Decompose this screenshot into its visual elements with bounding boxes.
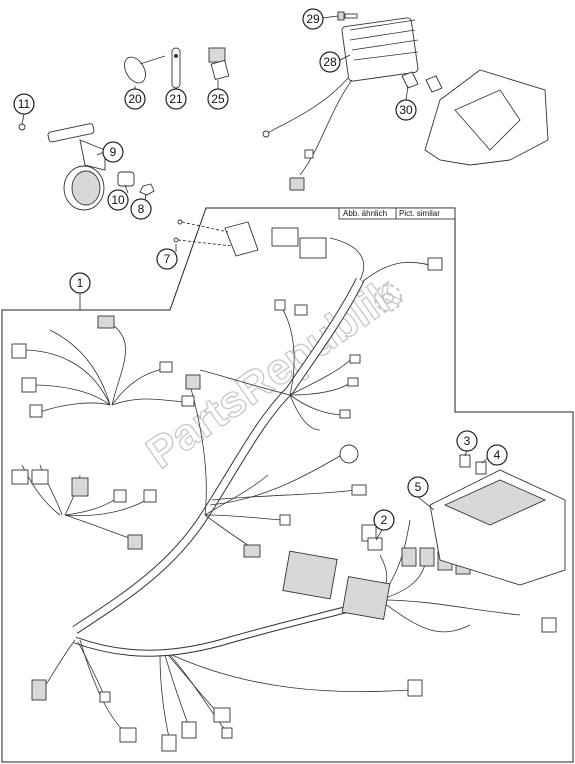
mounting-bracket-part <box>424 69 549 166</box>
callout-7: 7 <box>156 244 178 270</box>
svg-text:3: 3 <box>464 434 471 448</box>
svg-text:8: 8 <box>138 202 145 216</box>
screw-29-part <box>337 11 358 21</box>
horn-assembly <box>18 123 155 211</box>
svg-text:2: 2 <box>381 513 388 527</box>
bracket-7-part <box>173 219 259 257</box>
svg-text:7: 7 <box>164 252 171 266</box>
fuse-parts <box>459 454 487 475</box>
svg-text:29: 29 <box>306 12 320 26</box>
callout-4: 4 <box>481 444 508 466</box>
svg-text:4: 4 <box>494 448 501 462</box>
note-de: Abb. ähnlich <box>343 209 387 218</box>
svg-text:30: 30 <box>399 103 413 117</box>
callout-8: 8 <box>130 193 152 220</box>
callout-30: 30 <box>395 85 417 121</box>
svg-text:9: 9 <box>110 145 117 159</box>
svg-text:11: 11 <box>18 97 31 111</box>
callout-11: 11 <box>13 93 35 125</box>
callout-5: 5 <box>407 476 435 511</box>
callout-28: 28 <box>319 51 351 73</box>
connector-2-part <box>367 537 383 551</box>
callout-20: 20 <box>124 88 146 110</box>
callout-29: 29 <box>302 8 339 30</box>
svg-text:10: 10 <box>111 193 125 207</box>
watermark-text: PartsRepublik <box>138 268 409 478</box>
watermark-logo: PartsRepublik <box>137 267 409 478</box>
callout-1: 1 <box>69 272 91 310</box>
clip-30-part <box>401 71 443 93</box>
callout-9: 9 <box>96 141 124 163</box>
gear-watermark-icon <box>374 284 402 312</box>
callout-10: 10 <box>107 184 129 211</box>
connector-25-part <box>208 47 230 81</box>
svg-text:21: 21 <box>169 92 183 106</box>
svg-text:1: 1 <box>77 276 84 290</box>
callout-21: 21 <box>165 88 187 110</box>
picture-similar-note: Abb. ähnlich Pict. similar <box>338 207 456 220</box>
strap-part <box>171 47 181 89</box>
harness-frame <box>1 207 574 763</box>
ecu-part <box>429 469 566 586</box>
callout-25: 25 <box>207 80 229 110</box>
main-wiring-harness <box>21 237 521 743</box>
svg-text:5: 5 <box>415 480 422 494</box>
svg-text:28: 28 <box>323 55 337 69</box>
svg-text:20: 20 <box>128 92 142 106</box>
regulator-part <box>262 17 419 191</box>
callout-2: 2 <box>373 509 395 541</box>
svg-text:25: 25 <box>211 92 225 106</box>
cable-tie-part <box>124 55 166 92</box>
note-en: Pict. similar <box>399 209 440 218</box>
callout-3: 3 <box>456 430 478 457</box>
